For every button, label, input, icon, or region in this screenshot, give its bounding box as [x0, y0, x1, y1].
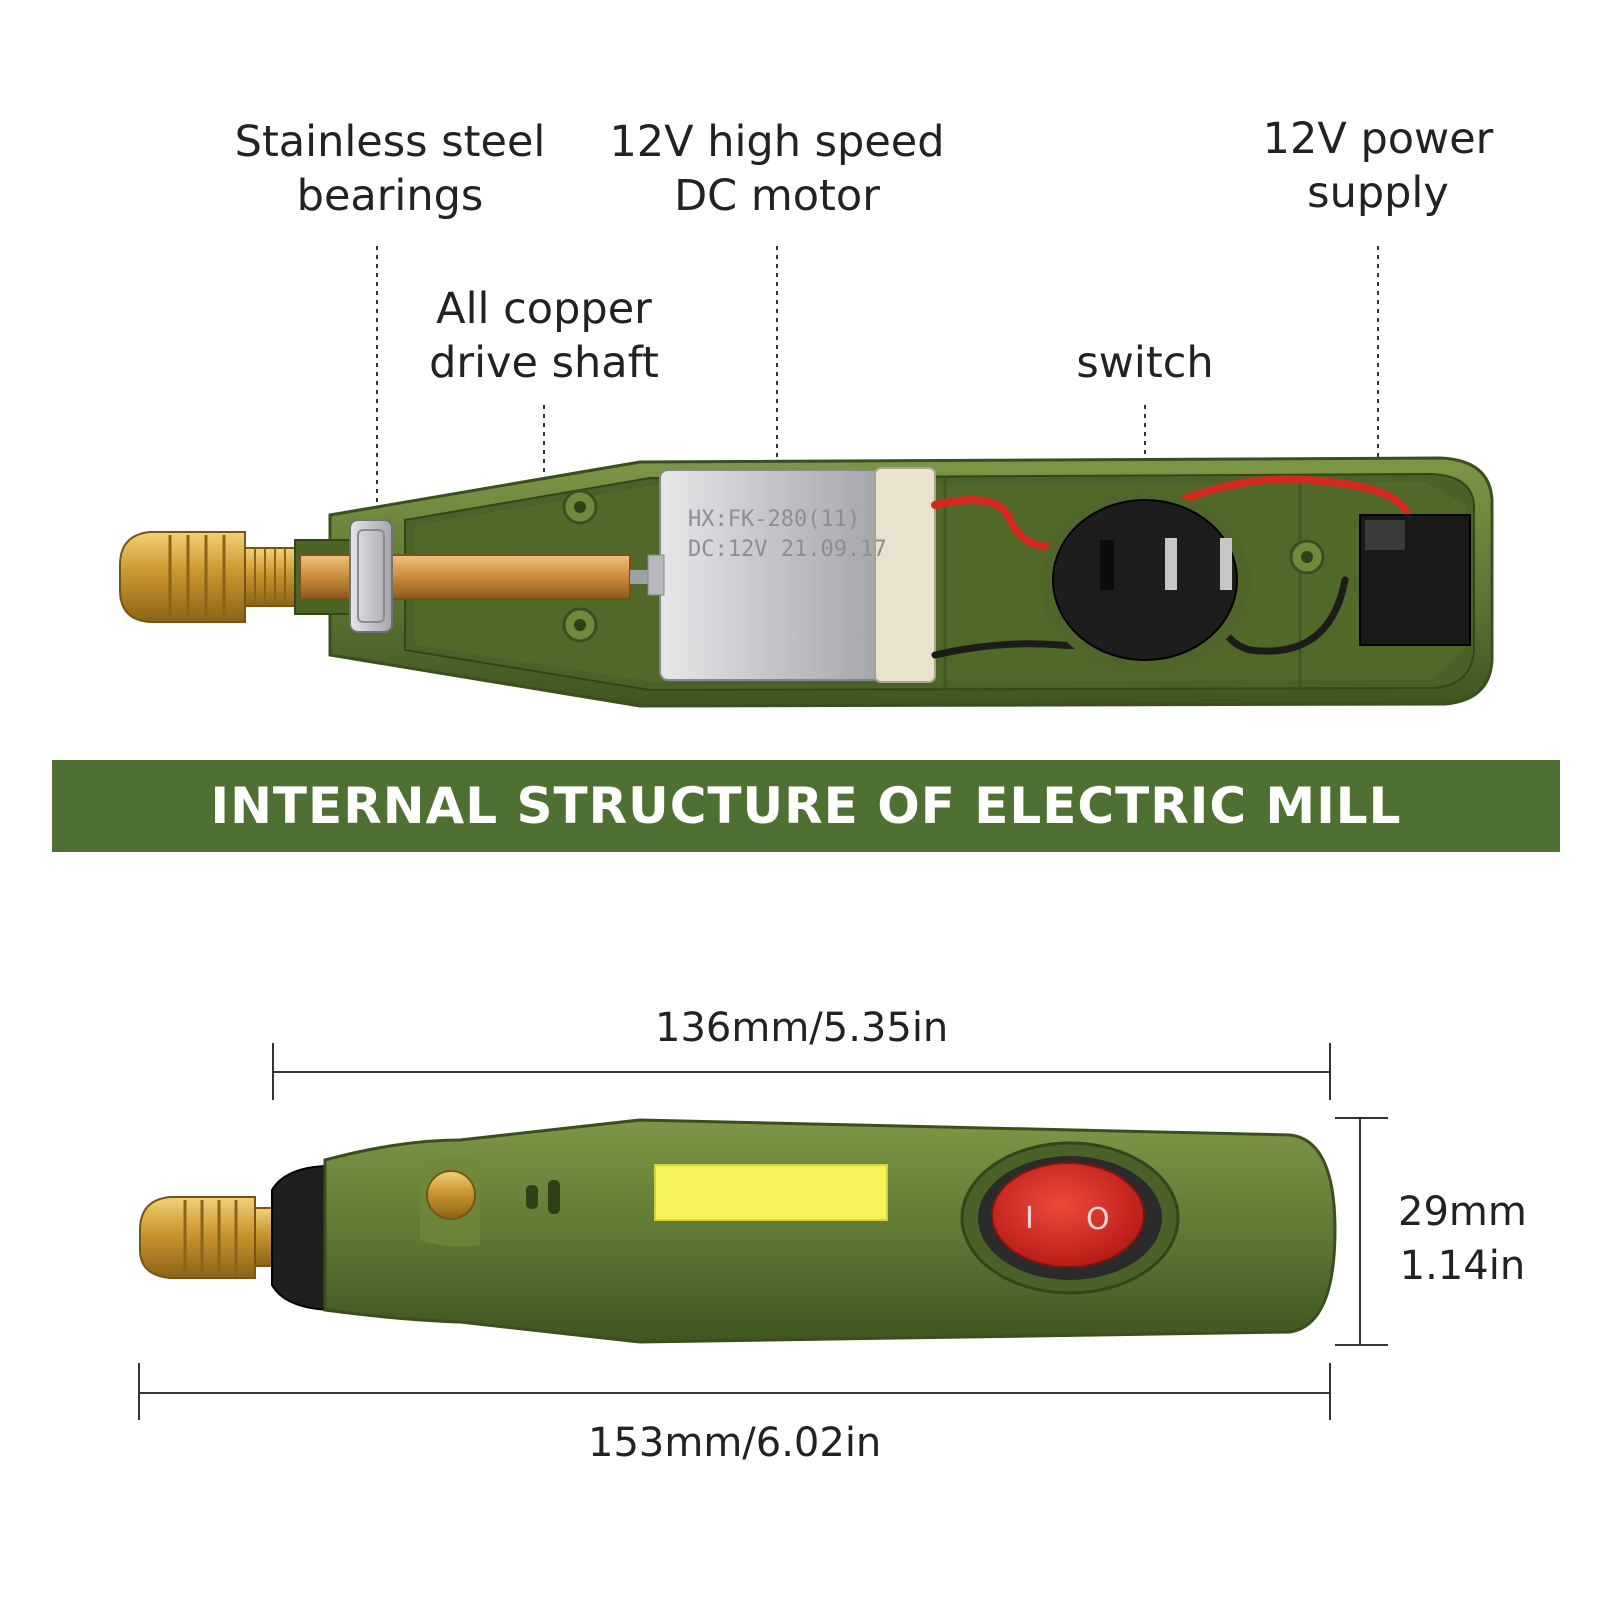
dimension-lines	[138, 1043, 1388, 1420]
dimension-diameter-mm: 29mm	[1398, 1189, 1527, 1235]
vent-slots	[526, 1180, 560, 1214]
chuck	[119, 531, 356, 623]
power-jack	[1359, 514, 1471, 646]
title-banner: INTERNAL STRUCTURE OF ELECTRIC MILL	[52, 760, 1560, 852]
switch-component	[1040, 492, 1250, 672]
dimension-total-length: 153mm/6.02in	[588, 1420, 882, 1466]
power-off-symbol: O	[1086, 1202, 1110, 1237]
dimension-diameter-in: 1.14in	[1399, 1243, 1526, 1289]
banner-title: INTERNAL STRUCTURE OF ELECTRIC MILL	[210, 777, 1402, 835]
exterior-chuck	[139, 1196, 276, 1279]
motor-marking-rating: DC:12V 21.09.17	[688, 537, 887, 562]
dimension-diameter: 29mm 1.14in	[1398, 1185, 1527, 1293]
motor-marking-model: HX:FK-280(11)	[688, 507, 860, 532]
screw-bosses	[562, 489, 1325, 643]
bearing	[349, 519, 393, 633]
power-on-symbol: I	[1025, 1201, 1034, 1236]
rocker-switch	[991, 1162, 1145, 1268]
label-switch: switch	[1076, 338, 1214, 388]
status-lamp	[654, 1164, 888, 1221]
dc-motor: HX:FK-280(11) DC:12V 21.09.17	[647, 467, 936, 683]
black-collar	[271, 1164, 332, 1312]
lock-button	[426, 1170, 476, 1220]
dimension-inner-length: 136mm/5.35in	[655, 1005, 949, 1051]
